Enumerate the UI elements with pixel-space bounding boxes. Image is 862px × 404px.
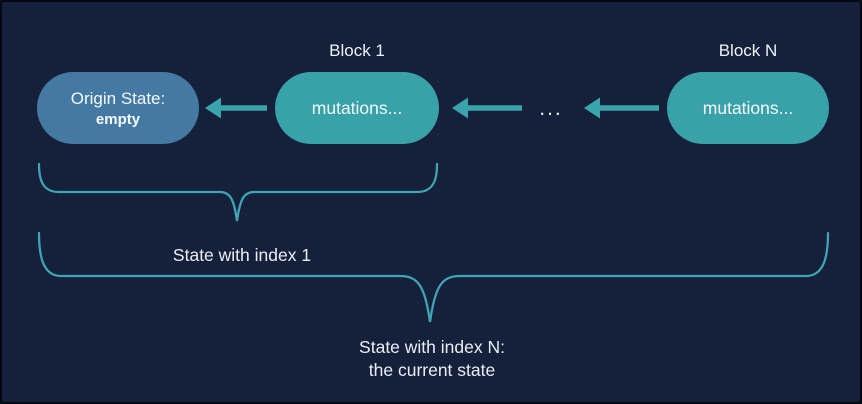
node-block-n: mutations... (667, 72, 829, 144)
state-index-1-label: State with index 1 (172, 245, 312, 265)
arrow-left-icon-ellipsis-to-block1 (452, 97, 522, 119)
arrow-left-icon-blockn-to-ellipsis (584, 97, 659, 119)
block-1-content: mutations... (311, 98, 403, 118)
node-origin-state: Origin State: empty (37, 72, 199, 144)
brace-state-index-1 (37, 162, 439, 222)
block-n-content: mutations... (702, 98, 794, 118)
node-block-1: mutations... (275, 72, 439, 144)
block-n-label: Block N (718, 41, 778, 60)
origin-state-value: empty (95, 110, 141, 128)
state-index-n-label-line2: the current state (368, 359, 496, 380)
state-index-n-label: State with index N: the current state (332, 336, 532, 381)
chain-ellipsis: ... (539, 97, 563, 120)
state-index-n-label-line1: State with index N: (359, 337, 505, 357)
origin-state-title: Origin State: (70, 88, 166, 108)
block-1-label: Block 1 (329, 41, 385, 60)
brace-state-index-n (37, 231, 830, 323)
arrow-left-icon-block1-to-origin (205, 97, 267, 119)
